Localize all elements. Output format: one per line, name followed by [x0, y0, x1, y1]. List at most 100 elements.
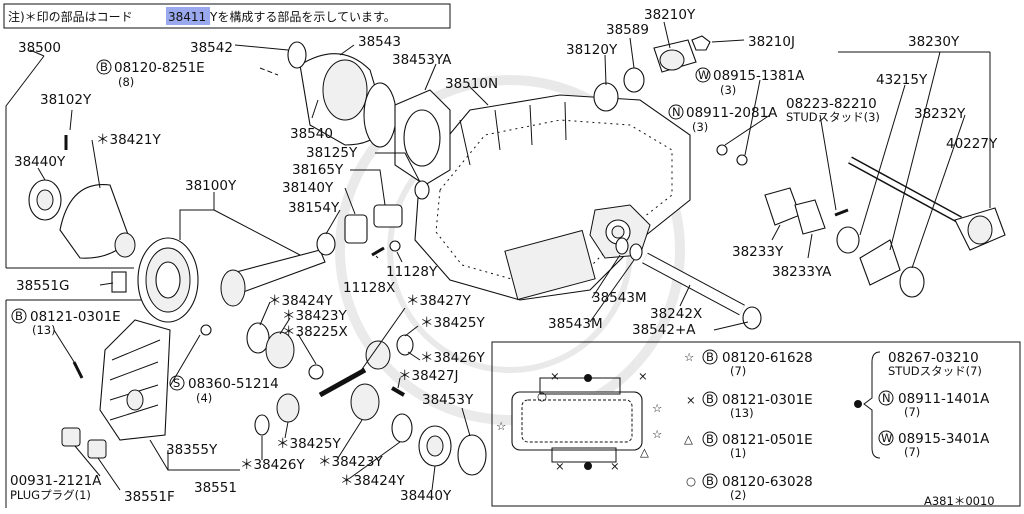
label-11128x[interactable]: 11128X	[343, 280, 395, 296]
gasket-38233y	[764, 187, 801, 226]
legend-08915-3401a: 08915-3401A	[898, 431, 990, 447]
label-38154y[interactable]: 38154Y	[288, 200, 340, 216]
legend-entry-circle[interactable]: ○ B 08120-63028 (2)	[686, 473, 813, 502]
label-38453y[interactable]: 38453Y	[422, 392, 474, 408]
label-08223-82210[interactable]: 08223-82210	[786, 96, 877, 112]
callout-08911-2081a[interactable]: N 08911-2081A (3)	[668, 104, 778, 134]
label-38210y[interactable]: 38210Y	[644, 7, 696, 23]
label-38233ya[interactable]: 38233YA	[772, 264, 832, 280]
label-38425y-a[interactable]: ＊38425Y	[420, 315, 485, 331]
label-plug-1: PLUGプラグ(1)	[10, 488, 91, 502]
diff-case-38421y	[59, 184, 136, 259]
label-38425y-b[interactable]: ＊38425Y	[276, 436, 341, 452]
label-38440y-right[interactable]: 38440Y	[400, 488, 452, 504]
label-38543m-a[interactable]: 38543M	[592, 290, 647, 306]
label-38427j[interactable]: ＊38427J	[398, 368, 458, 384]
bearing-38440y-right	[418, 425, 452, 467]
label-40227y[interactable]: 40227Y	[946, 136, 998, 152]
ring-gear-38100y	[137, 237, 199, 323]
label-38551f[interactable]: 38551F	[124, 489, 175, 505]
legend-entry-triangle[interactable]: △ B 08121-0501E (1)	[684, 431, 813, 460]
part-labels: 38500 38542 38543 38453YA 38510N 38120Y …	[10, 7, 998, 505]
frame-line-left	[5, 55, 45, 268]
label-38453ya[interactable]: 38453YA	[392, 52, 452, 68]
label-38165y[interactable]: 38165Y	[292, 162, 344, 178]
side-gear-38423y-b	[350, 383, 380, 421]
label-38100y[interactable]: 38100Y	[185, 178, 237, 194]
label-38355y[interactable]: 38355Y	[166, 442, 218, 458]
label-38543[interactable]: 38543	[358, 34, 401, 50]
legend-entry-washer[interactable]: W 08915-3401A (7)	[878, 430, 990, 459]
label-38540[interactable]: 38540	[290, 126, 333, 142]
washer-38426y-a	[396, 334, 414, 356]
drive-pinion-38100y	[220, 249, 326, 307]
label-38426y-a[interactable]: ＊38426Y	[420, 350, 485, 366]
label-38102y[interactable]: 38102Y	[40, 92, 92, 108]
note-code[interactable]: 38411	[168, 10, 206, 24]
bearing-43215y	[836, 226, 860, 254]
label-38233y[interactable]: 38233Y	[732, 244, 784, 260]
label-38120y[interactable]: 38120Y	[566, 42, 618, 58]
legend-08120-63028: 08120-63028	[722, 474, 813, 490]
label-08121-0301e: 08121-0301E	[30, 309, 121, 325]
label-38210j[interactable]: 38210J	[748, 34, 795, 50]
side-cover-38540	[299, 53, 386, 146]
label-11128y[interactable]: 11128Y	[386, 264, 438, 280]
legend-qty-08120-61628: (7)	[730, 364, 746, 378]
legend-entries: ☆ B 08120-61628 (7) × B 08121-0301E (13)…	[684, 349, 990, 502]
washer-38125y	[414, 180, 430, 200]
callout-08360-51214[interactable]: S 08360-51214 (4)	[169, 375, 279, 405]
legend-entry-star[interactable]: ☆ B 08120-61628 (7)	[684, 349, 813, 378]
triangle-icon: △	[684, 432, 693, 446]
label-38242x[interactable]: 38242X	[650, 306, 702, 322]
legend-entry-nut[interactable]: N 08911-1401A (7)	[878, 390, 990, 419]
label-38424y-b[interactable]: ＊38424Y	[340, 473, 405, 489]
legend-entry-cross[interactable]: × B 08121-0301E (13)	[686, 391, 813, 420]
triangle-marker: △	[640, 445, 649, 459]
callout-08121-0301e[interactable]: B 08121-0301E (13)	[11, 308, 121, 337]
label-38230y[interactable]: 38230Y	[908, 34, 960, 50]
bearing-38120y	[593, 82, 619, 112]
circle-marker: ○	[537, 389, 547, 403]
callout-08915-1381a[interactable]: W 08915-1381A (3)	[695, 67, 805, 97]
flange-38210y	[653, 39, 697, 73]
label-38232y[interactable]: 38232Y	[914, 106, 966, 122]
plug-38551f	[87, 439, 107, 459]
bolt-11128x	[371, 246, 385, 257]
label-38542a[interactable]: 38542+A	[632, 322, 696, 338]
label-38427y[interactable]: ＊38427Y	[406, 293, 471, 309]
retainer-38232y	[859, 239, 901, 286]
stud-marker-top	[584, 374, 592, 382]
tube-38242x	[642, 252, 745, 316]
label-38510n[interactable]: 38510N	[445, 76, 498, 92]
label-08911-2081a: 08911-2081A	[686, 105, 778, 121]
label-38125y[interactable]: 38125Y	[306, 145, 358, 161]
label-38542[interactable]: 38542	[190, 40, 233, 56]
label-38423y-a[interactable]: ＊38423Y	[282, 308, 347, 324]
label-38589[interactable]: 38589	[606, 22, 649, 38]
label-43215y[interactable]: 43215Y	[876, 72, 928, 88]
label-38500[interactable]: 38500	[18, 40, 61, 56]
bolt-marker: B	[100, 60, 108, 74]
callout-08120-8251e[interactable]: B 08120-8251E (8)	[96, 59, 205, 89]
diagram-code: A381＊0010	[924, 494, 995, 508]
legend-box	[491, 341, 1021, 507]
qty-08120-8251e: (8)	[118, 75, 134, 89]
label-38551[interactable]: 38551	[194, 480, 237, 496]
o-ring-38543m-a	[615, 237, 629, 255]
label-00931-2121a[interactable]: 00931-2121A	[10, 473, 102, 489]
star-marker-right-a: ☆	[652, 401, 662, 415]
label-38426y-b[interactable]: ＊38426Y	[240, 457, 305, 473]
legend-qty-08121-0301e: (13)	[730, 406, 754, 420]
label-38440y-left[interactable]: 38440Y	[14, 154, 66, 170]
label-38225x[interactable]: ＊38225X	[282, 324, 348, 340]
bolt-marker: B	[706, 474, 714, 488]
label-38424y-a[interactable]: ＊38424Y	[268, 293, 333, 309]
label-38543m-b[interactable]: 38543M	[548, 316, 603, 332]
label-38421y[interactable]: ＊38421Y	[96, 132, 161, 148]
label-38551g[interactable]: 38551G	[16, 278, 69, 294]
label-38423y-b[interactable]: ＊38423Y	[318, 454, 383, 470]
legend-entry-stud[interactable]: 08267-03210 STUDスタッド(7)	[888, 350, 982, 378]
label-38140y[interactable]: 38140Y	[282, 180, 334, 196]
